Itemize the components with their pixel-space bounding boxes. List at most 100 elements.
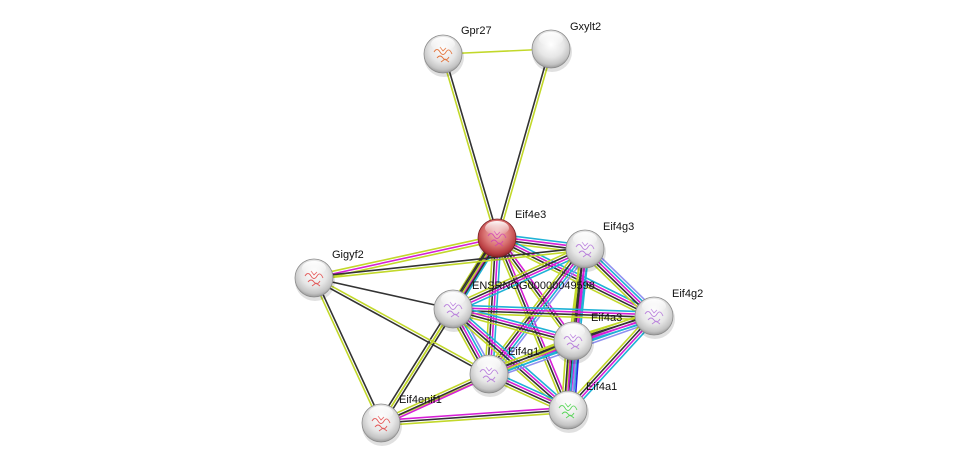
edge-line-coexpression [382,238,500,425]
edge-line-coexpression [313,277,454,310]
node-ENSRNOG00000049598[interactable]: ENSRNOG00000049598 [433,280,595,332]
edge-line-databases [455,305,572,408]
edge-line-experiments [381,375,491,427]
nodes-layer: Gpr27 Gxylt2Eif4e3Eif4g3Gigyf2ENSRNOG0000… [294,21,703,446]
edge-Eif4g2-Eif4a1[interactable] [564,312,658,414]
node-highlight [485,221,509,235]
edge-line-coexpression [312,278,489,376]
protein-structure-icon [558,402,578,419]
node-Gigyf2[interactable]: Gigyf2 [294,249,364,301]
node-highlight [573,232,597,246]
edge-line-textmining [379,370,489,422]
edge-line-coexpression [452,247,585,309]
node-Gpr27[interactable]: Gpr27 [423,25,492,77]
protein-structure-icon [433,46,453,63]
edge-line-coexpression [314,277,383,423]
node-highlight [477,357,501,371]
edge-Eif4g3-ENSRNOG00000049598[interactable] [451,244,587,314]
edge-line-experiments [380,406,568,422]
node-label: Gigyf2 [332,249,364,261]
node-label: Eif4a3 [591,312,622,324]
protein-structure-icon [644,308,664,325]
node-highlight [561,324,585,338]
edge-line-experiments [453,307,570,410]
edge-line-databases [454,251,587,314]
node-label: ENSRNOG00000049598 [472,280,595,292]
node-label: Eif4g2 [672,288,703,300]
protein-structure-icon [479,366,499,383]
edge-line-experiments [498,235,576,340]
edge-line-experiments [497,236,655,316]
edges-layer [312,48,659,427]
edge-Gigyf2-Eif4g3[interactable] [313,246,586,281]
edge-Gxylt2-Eif4e3[interactable] [494,48,554,239]
edge-line-coexpression [566,314,654,410]
edge-line-experiments [453,306,574,341]
edge-Gigyf2-Eif4enif1[interactable] [312,277,383,424]
edge-Gigyf2-ENSRNOG00000049598[interactable] [313,277,454,310]
node-label: Gpr27 [461,25,492,37]
edge-Eif4g1-Eif4enif1[interactable] [379,370,491,427]
edge-line-textmining [314,249,586,281]
edge-line-experiments [313,237,498,279]
edge-line-databases [570,318,658,414]
edge-line-coexpression [452,309,654,319]
edge-line-textmining [440,54,497,239]
edge-line-textmining [314,276,491,374]
protein-structure-icon [487,230,507,247]
protein-structure-icon [304,270,324,287]
node-Eif4g2[interactable]: Eif4g2 [634,288,703,339]
edge-line-coexpression [494,48,551,238]
protein-structure-icon [575,241,595,258]
edge-line-coexpression [380,409,569,424]
edge-Gpr27-Eif4e3[interactable] [440,53,500,239]
edge-line-textmining [313,234,497,277]
edge-Gigyf2-Eif4g1[interactable] [312,276,491,376]
node-label: Eif4e3 [515,209,546,221]
edge-line-coexpression [378,236,496,423]
node-Eif4g1[interactable]: Eif4g1 [469,346,539,397]
edge-line-coexpression [380,373,490,424]
edge-line-textmining [497,49,554,239]
node-Gxylt2[interactable]: Gxylt2 [531,21,601,72]
node-label: Eif4g1 [508,346,539,358]
node-highlight [431,37,455,51]
edge-ENSRNOG00000049598-Eif4enif1[interactable] [380,308,454,424]
node-Eif4a1[interactable]: Eif4a1 [548,381,617,433]
protein-structure-icon [563,333,583,350]
edge-ENSRNOG00000049598-Eif4a3[interactable] [451,304,575,346]
edge-line-coexpression [496,237,569,411]
edge-line-textmining [564,312,652,408]
node-label: Eif4a1 [586,381,617,393]
edge-line-coexpression [313,246,585,278]
edge-line-textmining [381,411,569,427]
edge-line-experiments [568,316,656,412]
edge-line-databases [453,304,655,313]
edge-line-coexpression [452,309,573,344]
node-highlight [642,299,666,313]
edge-Eif4enif1-Eif4a1[interactable] [380,406,569,427]
edge-line-textmining [380,308,454,424]
node-highlight [539,32,563,46]
protein-structure-icon [371,415,391,432]
node-highlight [302,261,326,275]
node-label: Gxylt2 [570,21,601,33]
edge-line-coexpression [496,238,654,318]
edge-line-experiments [453,249,586,311]
edge-line-experiments [453,306,655,316]
node-Eif4a3[interactable]: Eif4a3 [553,312,622,364]
node-label: Eif4g3 [603,221,634,233]
edge-line-textmining [451,244,584,307]
edge-line-databases [453,304,575,339]
node-highlight [556,393,580,407]
protein-structure-icon [443,301,463,318]
edge-line-textmining [451,311,573,346]
node-highlight [369,406,393,420]
node-label: Eif4enif1 [399,394,442,406]
edge-line-textmining [312,278,381,424]
node-Eif4enif1[interactable]: Eif4enif1 [361,394,442,446]
edge-line-coexpression [443,53,500,238]
node-Eif4e3[interactable]: Eif4e3 [477,209,546,261]
node-Eif4g3[interactable]: Eif4g3 [565,221,634,272]
